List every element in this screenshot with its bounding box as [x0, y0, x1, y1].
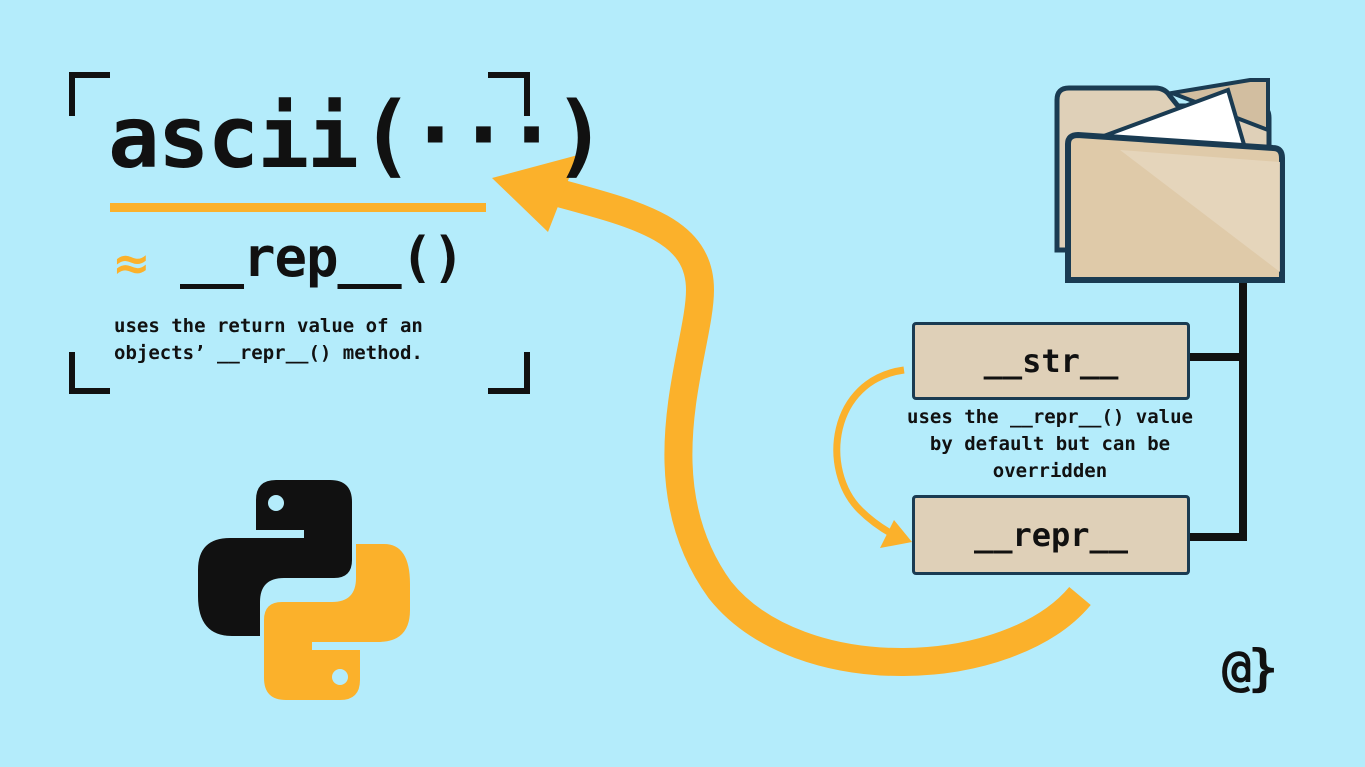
str-to-repr-arrow — [833, 366, 912, 548]
folder-icon — [1054, 78, 1285, 283]
str-default-note: uses the __repr__() value by default but… — [870, 404, 1230, 485]
note-line-1: uses the __repr__() value — [907, 406, 1193, 428]
title-underline — [110, 203, 486, 212]
approx-symbol: ≈ — [112, 236, 151, 290]
note-line-3: overridden — [992, 460, 1108, 482]
function-name: ascii — [108, 88, 359, 188]
description: uses the return value of an objects’ __r… — [114, 313, 514, 367]
str-method-label: __str__ — [983, 342, 1119, 380]
repr-method-label: __repr__ — [973, 516, 1129, 554]
frame-brackets — [69, 72, 530, 394]
brand-logo: @} — [1222, 639, 1278, 697]
function-args: (···) — [360, 83, 607, 188]
equivalent-method: __rep__() — [180, 226, 465, 289]
description-line-1: uses the return value of an — [114, 315, 423, 337]
repr-to-ascii-arrow — [492, 155, 1091, 676]
python-logo-icon — [198, 480, 410, 700]
str-method-box: __str__ — [912, 322, 1190, 400]
tree-connectors — [1190, 282, 1247, 541]
repr-method-box: __repr__ — [912, 495, 1190, 575]
description-line-2: objects’ __repr__() method. — [114, 342, 423, 364]
note-line-2: by default but can be — [929, 433, 1171, 455]
